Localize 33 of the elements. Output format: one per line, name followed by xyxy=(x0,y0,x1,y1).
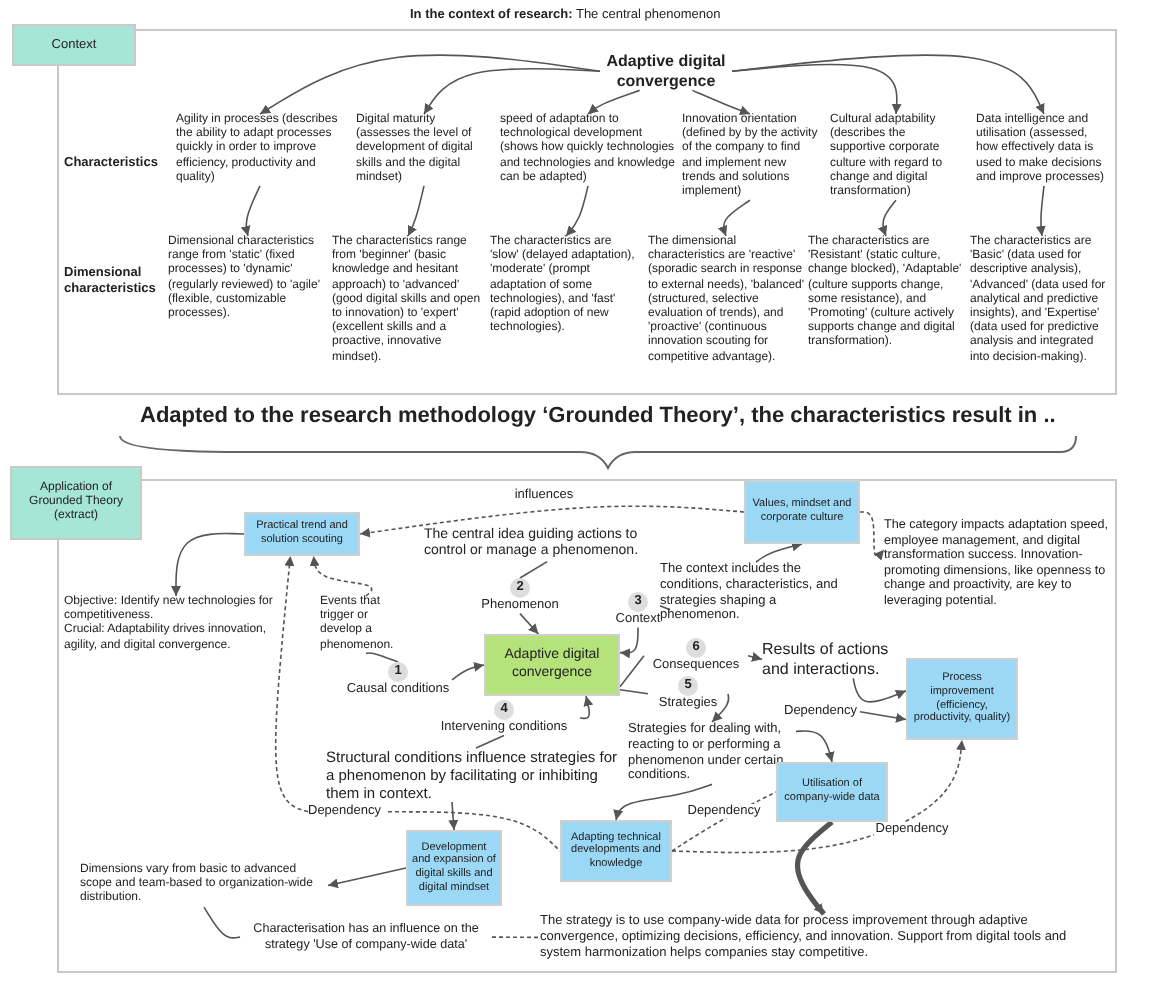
connector-arrow xyxy=(359,505,745,538)
connector-arrow xyxy=(519,612,540,635)
connector-arrow xyxy=(794,819,834,916)
connector-arrow xyxy=(274,555,309,813)
connector-arrow xyxy=(1035,185,1046,237)
connector-arrow xyxy=(619,626,639,659)
connector-arrow xyxy=(731,54,1045,115)
connector-arrow xyxy=(859,711,907,723)
phenomenon-heading: Adaptive digital convergence xyxy=(600,52,732,91)
connector-arrow xyxy=(613,783,713,821)
connector-arrow xyxy=(327,867,407,889)
connector-arrow xyxy=(731,63,902,115)
connector-arrow xyxy=(877,199,897,237)
connector-arrow xyxy=(565,185,589,237)
connector-arrow xyxy=(407,185,425,237)
connector-arrow xyxy=(309,555,373,597)
connector-arrow xyxy=(579,695,594,720)
connector-arrow xyxy=(171,532,245,597)
connector-arrow xyxy=(671,739,966,854)
connector-arrow xyxy=(747,651,763,662)
connector-arrow xyxy=(240,185,261,237)
connector-arrow xyxy=(691,89,751,116)
section-heading: Adapted to the research methodology ‘Grounded Theory’, the characteristics result in .. xyxy=(140,404,1056,431)
connector-arrow xyxy=(587,89,641,115)
connector-arrow xyxy=(795,730,835,763)
connector-arrow xyxy=(448,801,459,831)
connector-arrow xyxy=(852,677,907,703)
connector-arrow xyxy=(755,541,803,563)
connector-arrow xyxy=(711,693,730,723)
connector-arrow xyxy=(859,511,885,561)
connector-arrow xyxy=(423,67,601,115)
connector-arrow xyxy=(717,199,751,237)
connector-arrow xyxy=(451,661,485,681)
